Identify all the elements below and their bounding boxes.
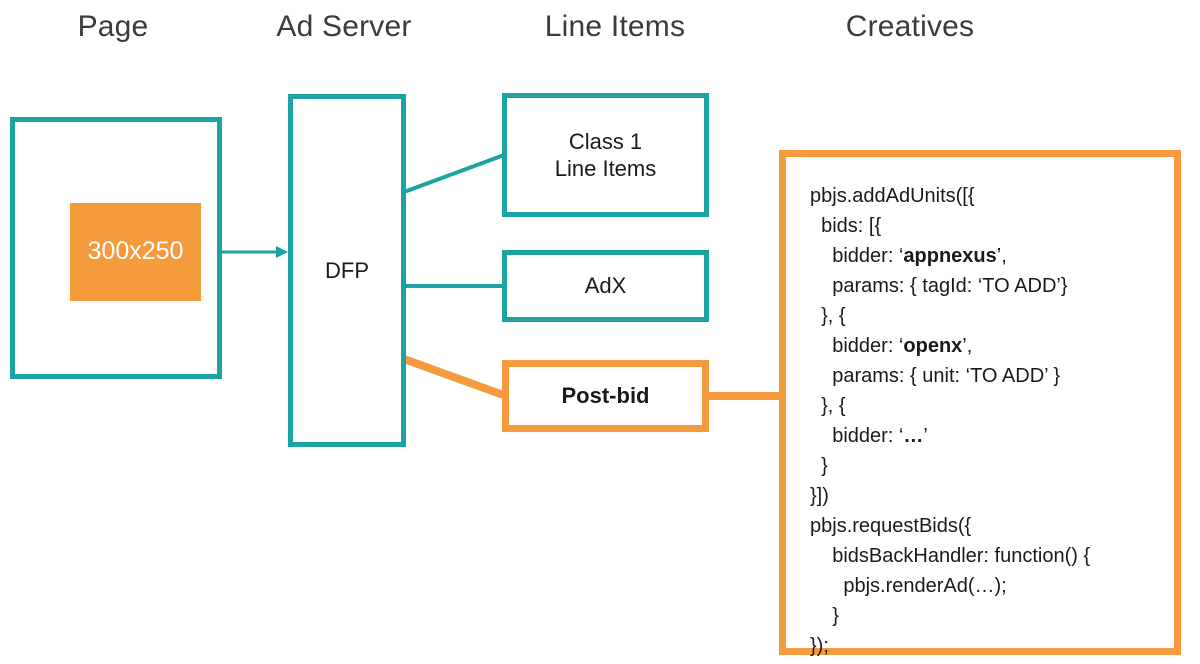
class1-line-items-label-line1: Class 1 bbox=[568, 128, 643, 154]
code-line: }]) bbox=[810, 485, 829, 507]
post-bid-label: Post-bid bbox=[561, 383, 650, 409]
column-header-ad-server: Ad Server bbox=[276, 10, 412, 43]
code-line: bidder: ‘…’ bbox=[810, 425, 928, 447]
class1-line-items-label-line2: Line Items bbox=[554, 156, 657, 181]
adx-box: AdX bbox=[502, 250, 709, 322]
code-line: bidsBackHandler: function() { bbox=[810, 545, 1091, 567]
code-emphasis: openx bbox=[903, 335, 963, 357]
connector-dfp-to-class1 bbox=[403, 153, 505, 194]
code-line: }, { bbox=[810, 305, 846, 327]
dfp-box: DFP bbox=[288, 94, 406, 447]
code-line: }); bbox=[810, 635, 829, 657]
post-bid-box: Post-bid bbox=[502, 360, 709, 432]
code-line: bidder: ‘openx’, bbox=[810, 335, 973, 357]
code-emphasis: appnexus bbox=[903, 245, 997, 267]
code-line: pbjs.addAdUnits([{ bbox=[810, 185, 975, 207]
code-line: params: { unit: ‘TO ADD’ } bbox=[810, 365, 1061, 387]
column-header-page: Page bbox=[77, 10, 149, 43]
connector-dfp-to-postbid bbox=[402, 355, 508, 400]
code-line: bidder: ‘appnexus’, bbox=[810, 245, 1007, 267]
dfp-label: DFP bbox=[325, 257, 369, 283]
column-header-line-items: Line Items bbox=[544, 10, 686, 43]
creative-300x250-block: 300x250 bbox=[70, 203, 201, 301]
column-header-creatives: Creatives bbox=[845, 10, 975, 43]
code-line: } bbox=[810, 455, 828, 477]
code-line: params: { tagId: ‘TO ADD’} bbox=[810, 275, 1068, 297]
code-line: } bbox=[810, 605, 839, 627]
code-line: pbjs.renderAd(…); bbox=[810, 575, 1007, 597]
code-line: }, { bbox=[810, 395, 846, 417]
code-line: bids: [{ bbox=[810, 215, 882, 237]
class1-line-items-label: Class 1 Line Items bbox=[555, 128, 657, 183]
code-line: pbjs.requestBids({ bbox=[810, 515, 972, 537]
code-block: pbjs.addAdUnits([{ bids: [{ bidder: ‘app… bbox=[786, 157, 1174, 664]
class1-line-items-box: Class 1 Line Items bbox=[502, 93, 709, 217]
creative-code-panel: pbjs.addAdUnits([{ bids: [{ bidder: ‘app… bbox=[779, 150, 1181, 657]
creative-300x250-label: 300x250 bbox=[87, 237, 184, 266]
code-emphasis: … bbox=[903, 425, 924, 447]
adx-label: AdX bbox=[584, 273, 627, 299]
